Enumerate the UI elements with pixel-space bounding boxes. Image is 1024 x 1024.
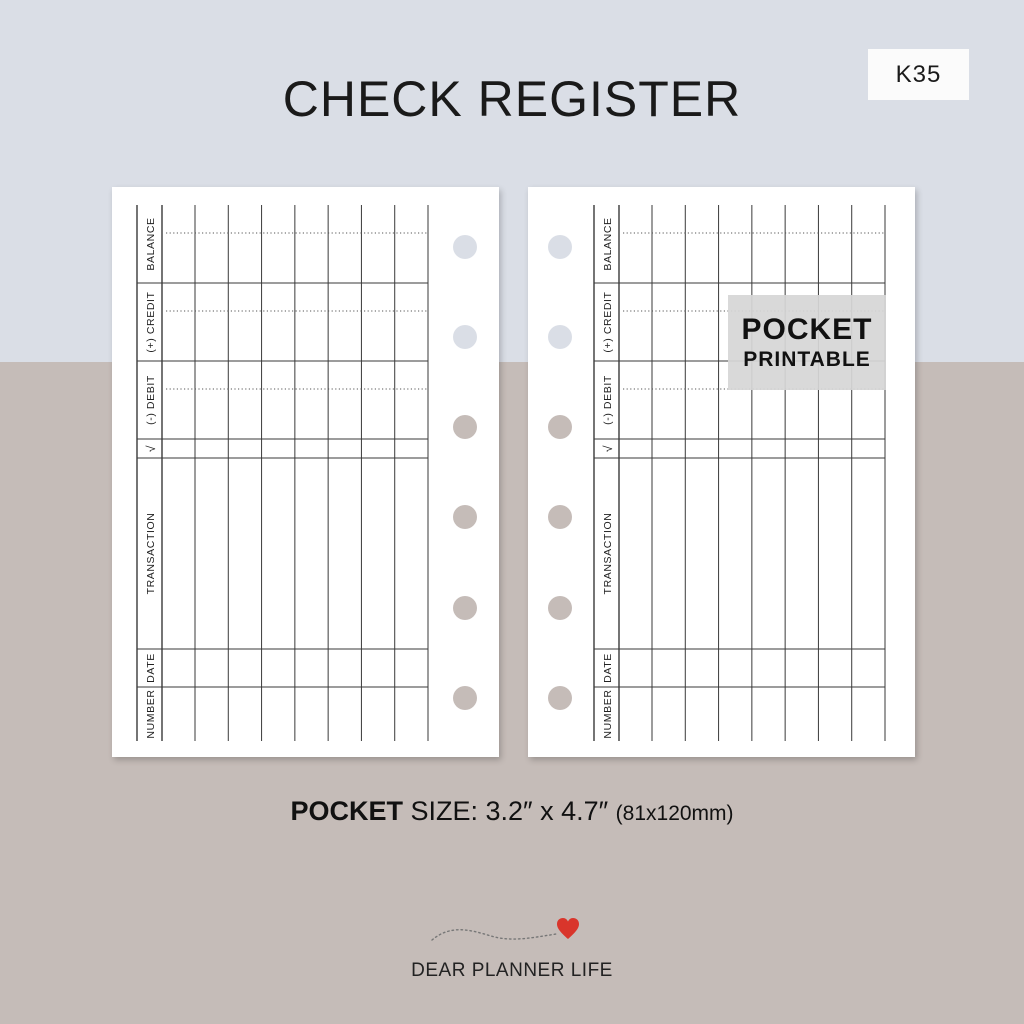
badge-line2: PRINTABLE xyxy=(743,347,871,371)
brand-name: DEAR PLANNER LIFE xyxy=(0,960,1024,982)
binder-hole xyxy=(548,686,572,710)
column-label: (-) DEBIT xyxy=(145,375,157,425)
register-grid-right: BALANCE (+) CREDIT (-) DEBIT √ TRANSACTION DA… xyxy=(548,205,886,741)
size-metric: (81x120mm) xyxy=(615,802,734,825)
brand-name-light: LIFE xyxy=(570,960,613,981)
column-label: NUMBER xyxy=(145,689,157,738)
binder-hole xyxy=(548,596,572,620)
size-label: SIZE: 3.2″ x 4.7″ xyxy=(402,796,616,826)
column-label: (+) CREDIT xyxy=(145,291,157,352)
binder-hole xyxy=(453,686,477,710)
column-label: TRANSACTION xyxy=(145,513,157,595)
column-label: BALANCE xyxy=(602,217,614,270)
binder-hole xyxy=(453,235,477,259)
binder-hole xyxy=(453,325,477,349)
planner-sheet-left: BALANCE (+) CREDIT (-) DEBIT √ TRANSACTION DA… xyxy=(112,187,499,757)
column-label: NUMBER xyxy=(602,689,614,738)
size-bold-label: POCKET xyxy=(290,796,403,826)
badge-line1: POCKET xyxy=(741,312,873,346)
page-title: CHECK REGISTER xyxy=(282,71,742,127)
binder-hole xyxy=(548,505,572,529)
binder-hole xyxy=(548,325,572,349)
column-label: DATE xyxy=(602,653,614,683)
product-code-badge: K35 xyxy=(868,49,969,100)
column-label: (-) DEBIT xyxy=(602,375,614,425)
binder-hole xyxy=(453,415,477,439)
size-caption: POCKET SIZE: 3.2″ x 4.7″ (81x120mm) xyxy=(0,796,1024,827)
binder-hole xyxy=(548,415,572,439)
column-label: TRANSACTION xyxy=(602,513,614,595)
binder-hole xyxy=(453,596,477,620)
binder-hole xyxy=(453,505,477,529)
column-label: DATE xyxy=(145,653,157,683)
register-grid-left: BALANCE (+) CREDIT (-) DEBIT √ TRANSACTION DA… xyxy=(136,205,477,741)
pocket-printable-badge: POCKET PRINTABLE xyxy=(728,295,886,390)
column-label: (+) CREDIT xyxy=(602,291,614,352)
brand-heart-icon xyxy=(431,918,579,941)
column-label: √ xyxy=(144,445,158,452)
column-label: √ xyxy=(601,445,615,452)
column-label: BALANCE xyxy=(145,217,157,270)
brand-name-main: DEAR PLANNER xyxy=(411,960,571,981)
binder-hole xyxy=(548,235,572,259)
planner-sheet-right: BALANCE (+) CREDIT (-) DEBIT √ TRANSACTION DA… xyxy=(528,187,915,757)
